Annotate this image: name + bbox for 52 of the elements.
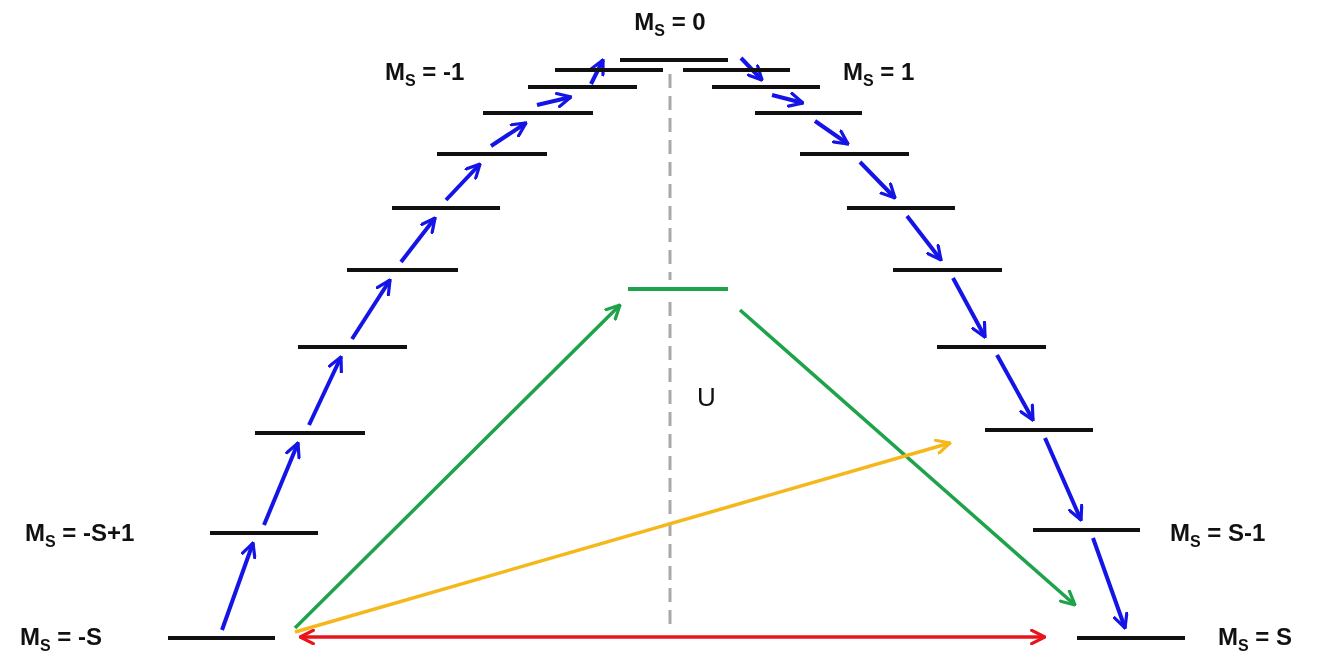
transition-arrow [536,91,573,109]
energy-level-bar [437,152,547,156]
energy-level-bar [298,345,407,349]
transition-arrow [738,308,1077,607]
energy-level-bar [893,268,1002,272]
transition-arrow [220,541,257,631]
transition-arrow [444,162,482,202]
transition-arrow [771,91,805,108]
transition-arrow [1043,437,1084,522]
energy-level-bar [210,531,318,535]
energy-level-bar [1033,528,1140,532]
energy-level-bar [620,58,728,62]
transition-arrow [995,354,1035,422]
level-label: M$_{S}$ = 0 [634,8,706,36]
energy-level-bar [168,636,275,640]
level-label: M$_{S}$ = -1 [385,58,465,86]
transition-arrow [858,160,897,200]
energy-level-bar [847,206,955,210]
level-label: M$_{S}$ = S-1 [1170,519,1266,547]
level-label: M$_{S}$ = S [1218,623,1293,651]
energy-level-bar [985,428,1093,432]
energy-level-bar [800,152,909,156]
transition-arrow [1091,537,1129,630]
energy-level-bar [683,68,790,72]
transition-arrow [350,278,392,341]
energy-level-bar [755,111,862,115]
transition-arrow [739,56,764,82]
energy-level-bar [392,206,500,210]
level-label: M$_{S}$ = 1 [843,58,915,86]
energy-level-bar [528,85,637,89]
energy-level-bar [483,111,593,115]
transition-arrow [589,58,605,85]
energy-level-bar [1077,636,1185,640]
energy-level-bar [347,268,458,272]
level-label: M$_{S}$ = -S [20,623,103,651]
energy-level-bar [555,68,663,72]
transition-arrow [298,628,1047,646]
transition-arrow [905,214,943,262]
energy-level-bar [712,85,820,89]
barrier-label: U [697,383,716,411]
transition-arrow [294,438,952,634]
energy-level-bar [937,345,1046,349]
transition-arrow [813,119,850,146]
transition-arrow [262,441,301,526]
transition-arrow [951,277,987,339]
energy-level-bar [255,431,365,435]
transition-arrow [399,216,437,264]
transition-arrow [489,121,528,148]
transition-arrow [293,303,622,630]
level-label: M$_{S}$ = -S+1 [25,519,135,547]
transition-arrow [307,355,343,426]
energy-level-bar [628,287,728,291]
